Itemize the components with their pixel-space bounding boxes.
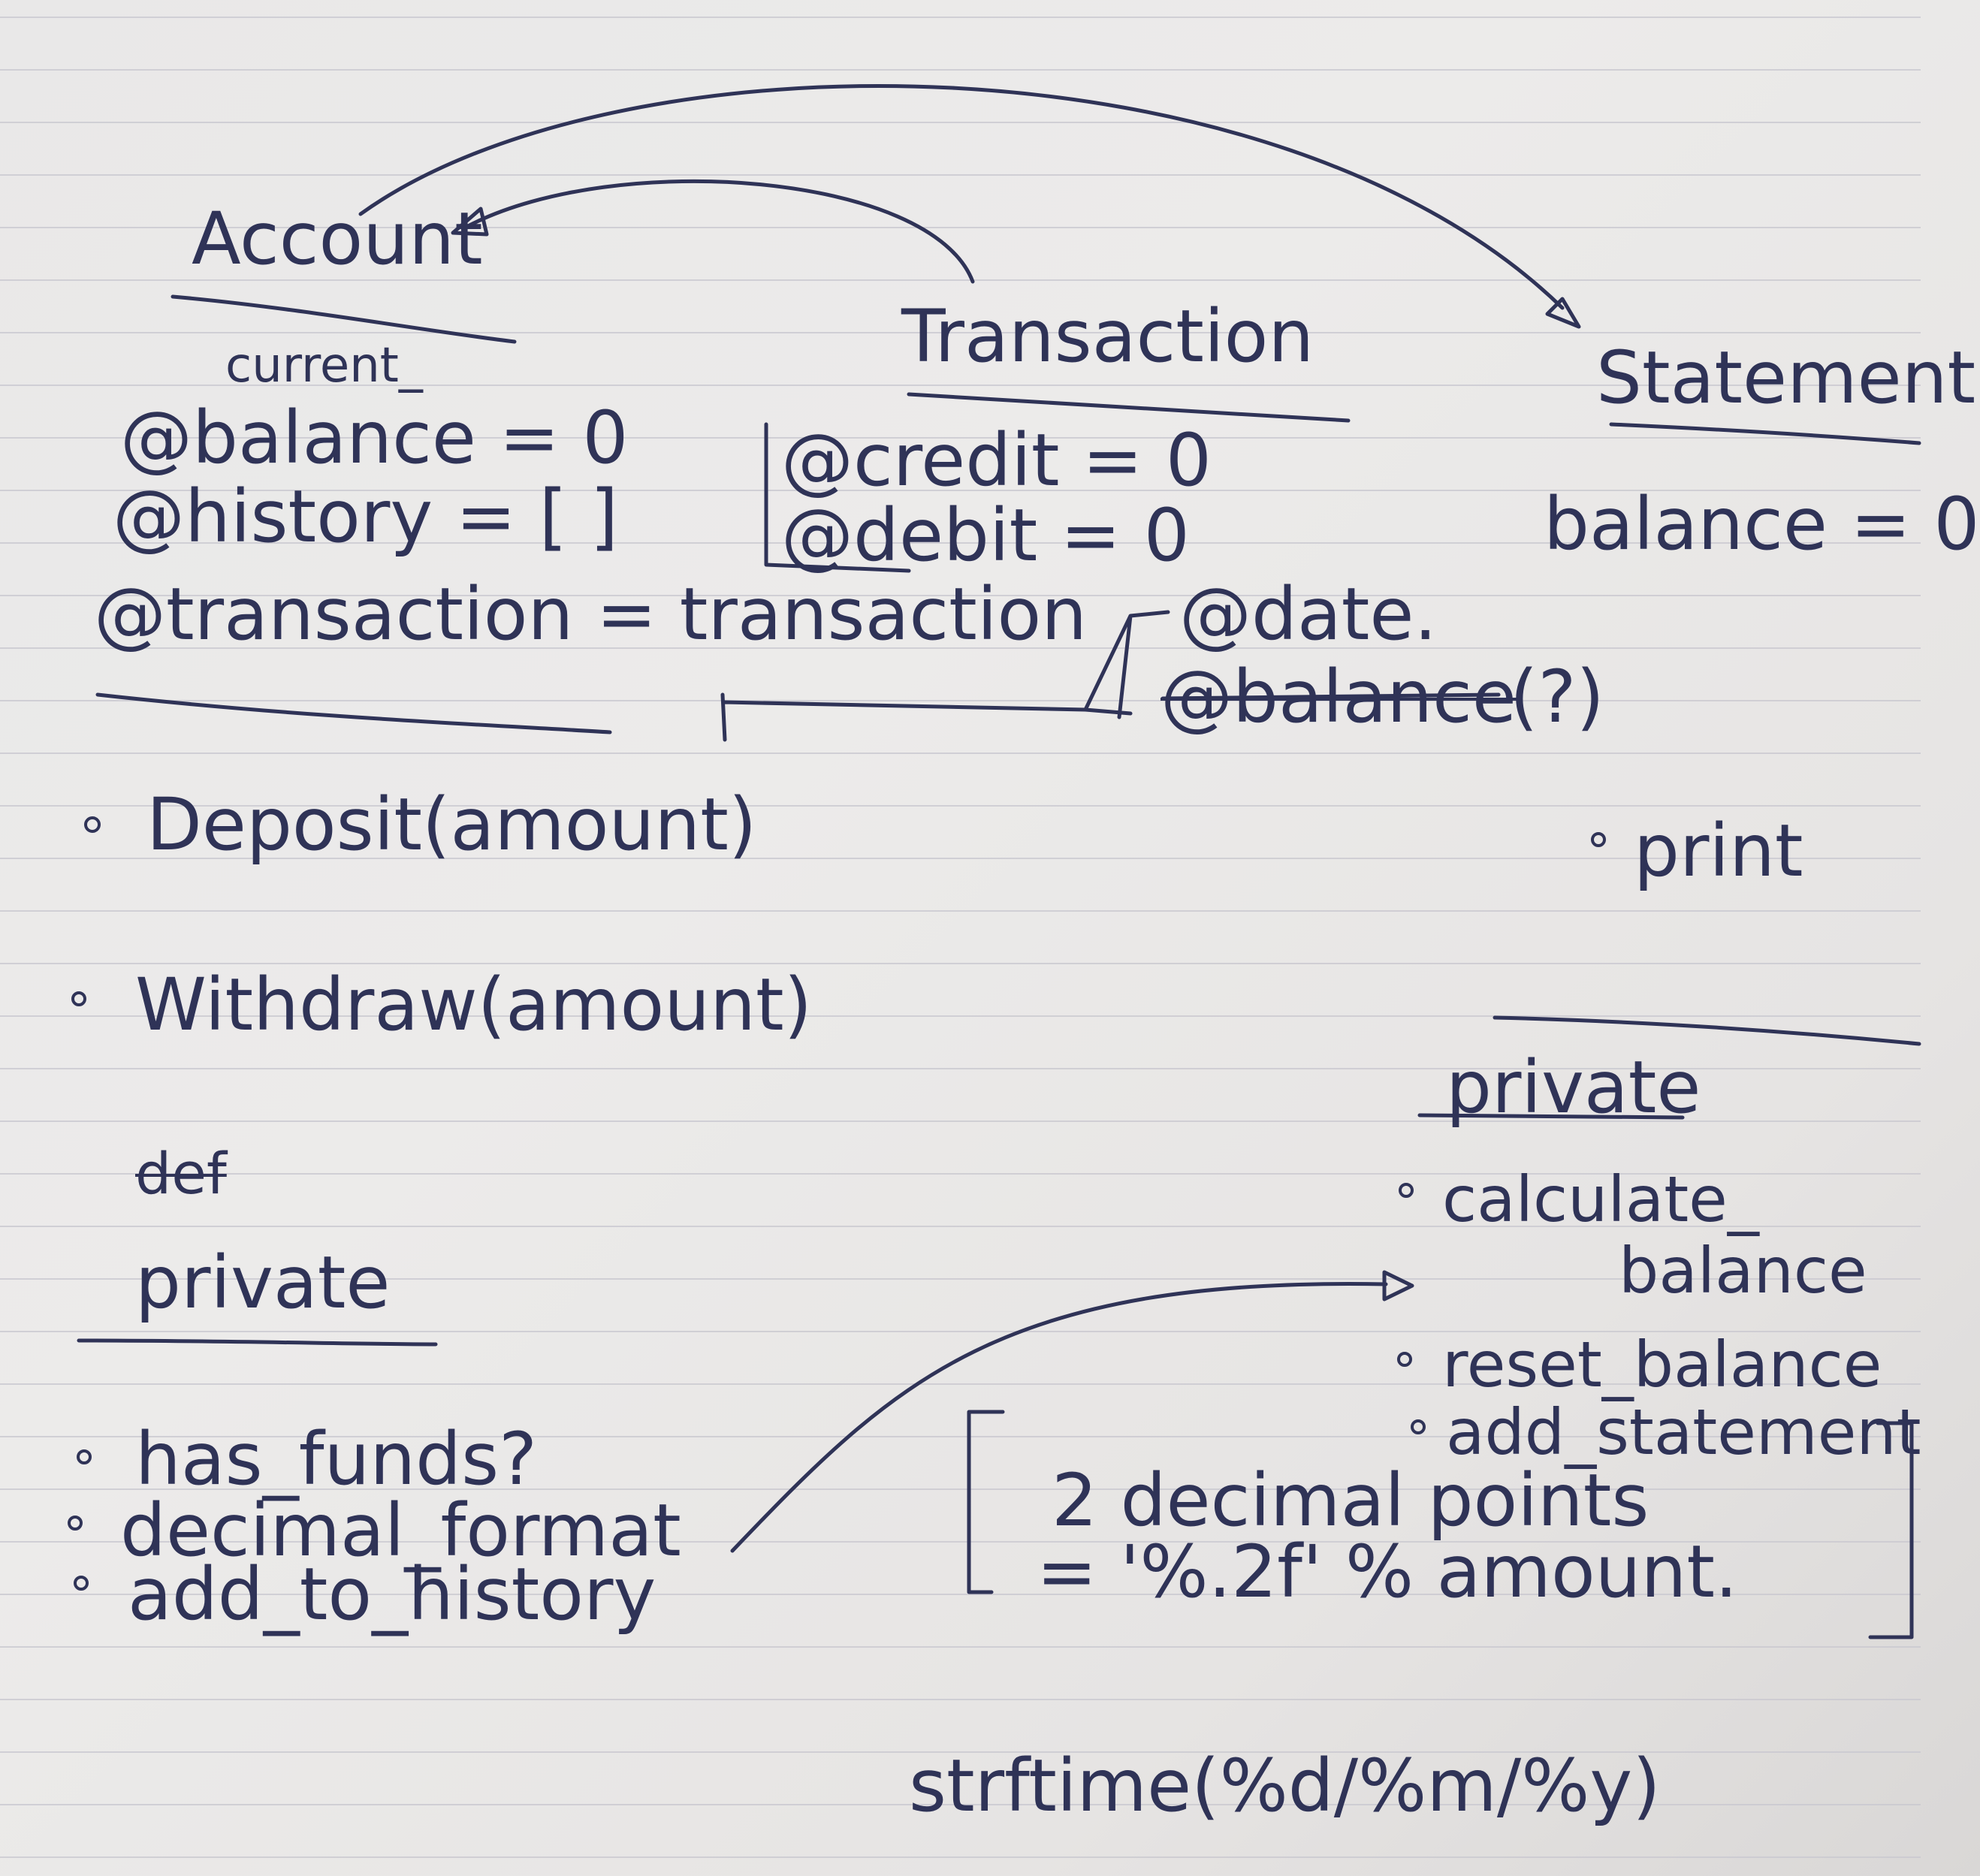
account-attr-history: @history = [ ] [113, 475, 619, 559]
decimal-note-line2: = '%.2f' % amount. [1037, 1530, 1738, 1614]
transaction-attr-balance-struck: @balance [1161, 655, 1517, 739]
association-arrow-decimal-statement [730, 1282, 1388, 1553]
statement-title: Statement [1596, 336, 1976, 420]
statement-private-method: calculate_ [1442, 1163, 1759, 1236]
association-arrow-account-statement [358, 84, 1565, 310]
bullet-print [1591, 832, 1606, 847]
association-arrow-transaction-account [467, 179, 975, 284]
statement-divider [1493, 1015, 1921, 1046]
transaction-box [720, 610, 1170, 742]
transaction-attr-balance-question: (?) [1510, 655, 1604, 739]
arrowhead-account [451, 207, 489, 237]
bullet-deposit [84, 816, 101, 833]
strftime-note: strftime(%d/%m/%y) [909, 1744, 1661, 1828]
bullet-add-to-history [74, 1576, 89, 1591]
bullet-add-statement [1411, 1419, 1426, 1434]
account-title-underline [171, 294, 517, 344]
transaction-title-underline [907, 392, 1351, 423]
pen-marks [68, 84, 1921, 1639]
decimal-note-line1: 2 decimal points [1052, 1458, 1649, 1543]
decimal-note-bracket-left [967, 1410, 1005, 1594]
arrowhead-statement [1545, 297, 1581, 329]
statement-private-label: private [1446, 1045, 1701, 1130]
account-attr-balance: @balance = 0 [120, 396, 629, 480]
statement-attr-balance: balance = 0 [1544, 482, 1980, 566]
statement-private-method: add_statement [1446, 1395, 1921, 1469]
transaction-attr-date: @date. [1179, 572, 1437, 656]
bullet-reset-balance [1397, 1352, 1412, 1367]
transaction-title: Transaction [901, 294, 1314, 379]
account-method-deposit: Deposit(amount) [146, 783, 757, 867]
account-attrs-separator [95, 692, 612, 734]
bullet-calculate-balance [1399, 1183, 1414, 1198]
account-method-withdraw: Withdraw(amount) [135, 963, 813, 1047]
strike-balance [1161, 692, 1501, 701]
bullet-withdraw [71, 991, 86, 1006]
statement-private-method-cont: balance [1619, 1234, 1867, 1307]
statement-private-underline [1417, 1113, 1685, 1120]
account-private-method: add_to_history [128, 1552, 656, 1636]
statement-private-method: reset_balance [1442, 1328, 1882, 1401]
account-private-method: has_funds? [135, 1417, 538, 1501]
notebook-page [0, 17, 1921, 1858]
account-crossed-out-note: def [135, 1140, 227, 1207]
arrowhead-statement-private [1382, 1270, 1414, 1301]
account-private-label: private [135, 1241, 391, 1325]
account-attr-current: current_ [225, 338, 423, 394]
bullet-has-funds [77, 1449, 92, 1464]
statement-method-print: print [1634, 809, 1803, 893]
account-title: Account [192, 197, 483, 281]
account-attr-transaction: @transaction = transaction [94, 572, 1088, 656]
account-private-method: decimal_format [120, 1488, 681, 1573]
decimal-note-bracket-right [1868, 1421, 1914, 1639]
transaction-attr-credit: @credit = 0 [781, 418, 1212, 502]
account-private-underline [77, 1338, 438, 1347]
transaction-attrs-bracket [764, 422, 911, 573]
bullet-decimal-format [68, 1516, 83, 1531]
statement-title-underline [1609, 422, 1921, 445]
transaction-attr-debit: @debit = 0 [781, 493, 1190, 578]
